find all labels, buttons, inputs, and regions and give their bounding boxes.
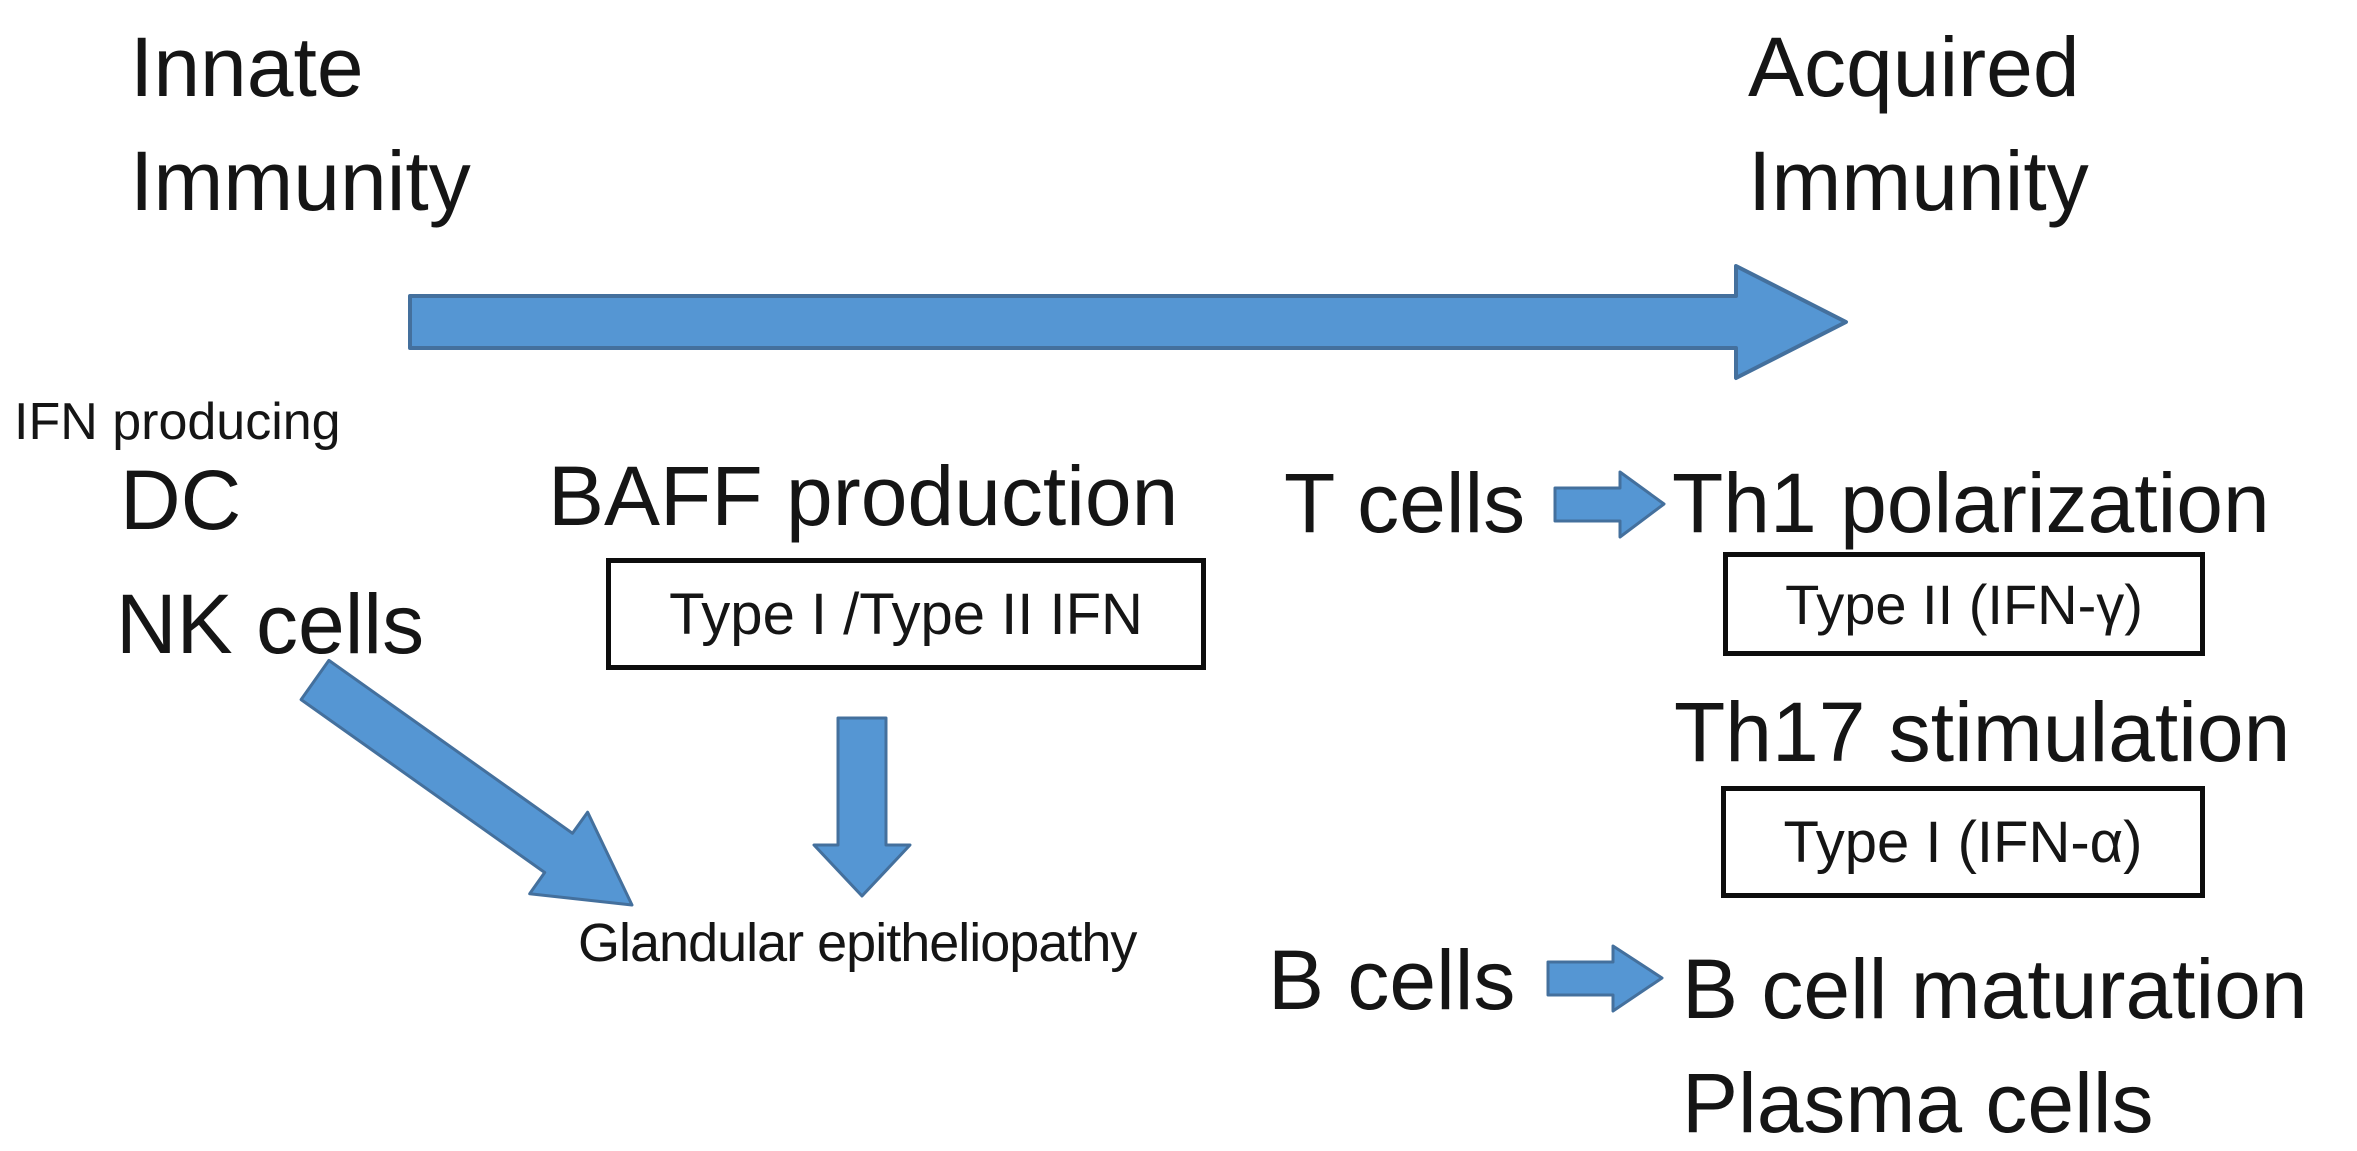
b-cell-maturation-group: B cell maturation Plasma cells: [1682, 932, 2308, 1151]
innate-to-acquired-arrow-icon: [408, 264, 1848, 380]
type1-ifn-alpha-box: Type I (IFN-α): [1721, 786, 2205, 898]
type1-ifn-alpha-box-label: Type I (IFN-α): [1783, 809, 2143, 875]
nk-cells-label: NK cells: [116, 577, 425, 671]
type1-type2-ifn-box-label: Type I /Type II IFN: [669, 581, 1143, 647]
t-cells-to-th1-arrow-icon: [1553, 470, 1666, 539]
acquired-immunity-label: Acquired Immunity: [1748, 10, 2089, 238]
b-cells-to-maturation-arrow-icon: [1546, 944, 1664, 1013]
plasma-cells-label: Plasma cells: [1682, 1056, 2154, 1150]
th1-polarization-label: Th1 polarization: [1672, 456, 2270, 550]
glandular-epitheliopathy-label: Glandular epitheliopathy: [578, 913, 1137, 973]
b-cell-maturation-label: B cell maturation: [1682, 942, 2308, 1036]
type2-ifn-gamma-box: Type II (IFN-γ): [1723, 552, 2205, 656]
th17-stimulation-label: Th17 stimulation: [1674, 685, 2291, 779]
nk-to-glandular-arrow-icon: [299, 658, 634, 907]
acquired-immunity-line1: Acquired: [1748, 20, 2080, 114]
dc-label: DC: [120, 453, 242, 547]
innate-immunity-line1: Innate: [130, 20, 364, 114]
innate-immunity-line2: Immunity: [130, 134, 471, 228]
b-cells-label: B cells: [1268, 933, 1516, 1027]
type2-ifn-gamma-box-label: Type II (IFN-γ): [1785, 572, 2143, 636]
baff-to-glandular-arrow-icon: [812, 716, 912, 898]
t-cells-label: T cells: [1284, 456, 1526, 550]
acquired-immunity-line2: Immunity: [1748, 134, 2089, 228]
baff-production-label: BAFF production: [548, 449, 1179, 543]
ifn-producing-label: IFN producing: [14, 393, 341, 451]
type1-type2-ifn-box: Type I /Type II IFN: [606, 558, 1206, 670]
innate-immunity-label: Innate Immunity: [130, 10, 471, 238]
